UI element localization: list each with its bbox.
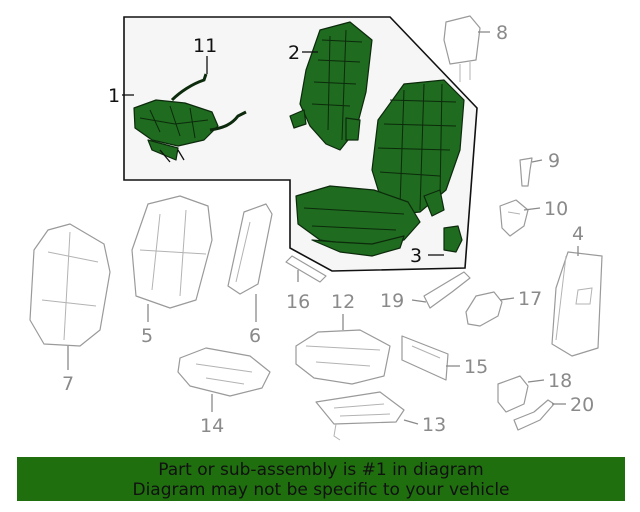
part-17-cover bbox=[465, 291, 503, 327]
callout-13: 13 bbox=[422, 414, 446, 436]
callout-9: 9 bbox=[548, 150, 560, 172]
callout-8: 8 bbox=[496, 22, 508, 44]
callout-12: 12 bbox=[331, 291, 355, 313]
callout-2: 2 bbox=[288, 42, 300, 64]
leader-lines bbox=[67, 31, 579, 425]
callout-10: 10 bbox=[544, 198, 568, 220]
part-12-cushion-pad bbox=[295, 329, 391, 385]
notice-banner: Part or sub-assembly is #1 in diagram Di… bbox=[17, 457, 625, 501]
part-11-cushion-frame bbox=[133, 73, 247, 163]
callout-14: 14 bbox=[200, 415, 224, 437]
part-19-trim bbox=[423, 271, 471, 309]
seat-frame-assembly bbox=[295, 79, 465, 257]
part-5-back-pad bbox=[131, 195, 213, 309]
callout-7: 7 bbox=[62, 373, 74, 395]
callout-6: 6 bbox=[249, 325, 261, 347]
callout-16: 16 bbox=[286, 291, 310, 313]
part-3-recliner bbox=[443, 225, 463, 253]
callout-1: 1 bbox=[108, 85, 120, 107]
part-14-cushion-cover bbox=[177, 347, 271, 397]
part-4-back-board bbox=[551, 251, 603, 357]
callout-4: 4 bbox=[572, 223, 584, 245]
part-9-guide bbox=[519, 157, 533, 187]
banner-line-1: Part or sub-assembly is #1 in diagram bbox=[158, 460, 484, 480]
part-13-heater bbox=[315, 391, 405, 441]
part-10-lock bbox=[499, 199, 529, 237]
banner-line-2: Diagram may not be specific to your vehi… bbox=[132, 480, 510, 500]
callout-labels: 1 11 2 3 8 9 10 4 5 6 7 12 16 19 17 15 1… bbox=[62, 22, 594, 437]
part-18-cap bbox=[497, 375, 529, 413]
callout-18: 18 bbox=[548, 370, 572, 392]
callout-3: 3 bbox=[410, 245, 422, 267]
parts-diagram: 1 11 2 3 8 9 10 4 5 6 7 12 16 19 17 15 1… bbox=[29, 15, 603, 441]
callout-20: 20 bbox=[570, 394, 594, 416]
part-16-strip bbox=[285, 255, 327, 283]
callout-17: 17 bbox=[518, 288, 542, 310]
part-8-headrest bbox=[443, 15, 481, 82]
callout-11: 11 bbox=[193, 35, 217, 57]
part-7-back-cover bbox=[29, 223, 111, 347]
callout-5: 5 bbox=[141, 325, 153, 347]
part-2-seatback-frame bbox=[289, 21, 373, 151]
callout-15: 15 bbox=[464, 356, 488, 378]
callout-19: 19 bbox=[380, 290, 404, 312]
part-15-bracket bbox=[401, 335, 449, 381]
part-6-side-panel bbox=[227, 203, 273, 295]
